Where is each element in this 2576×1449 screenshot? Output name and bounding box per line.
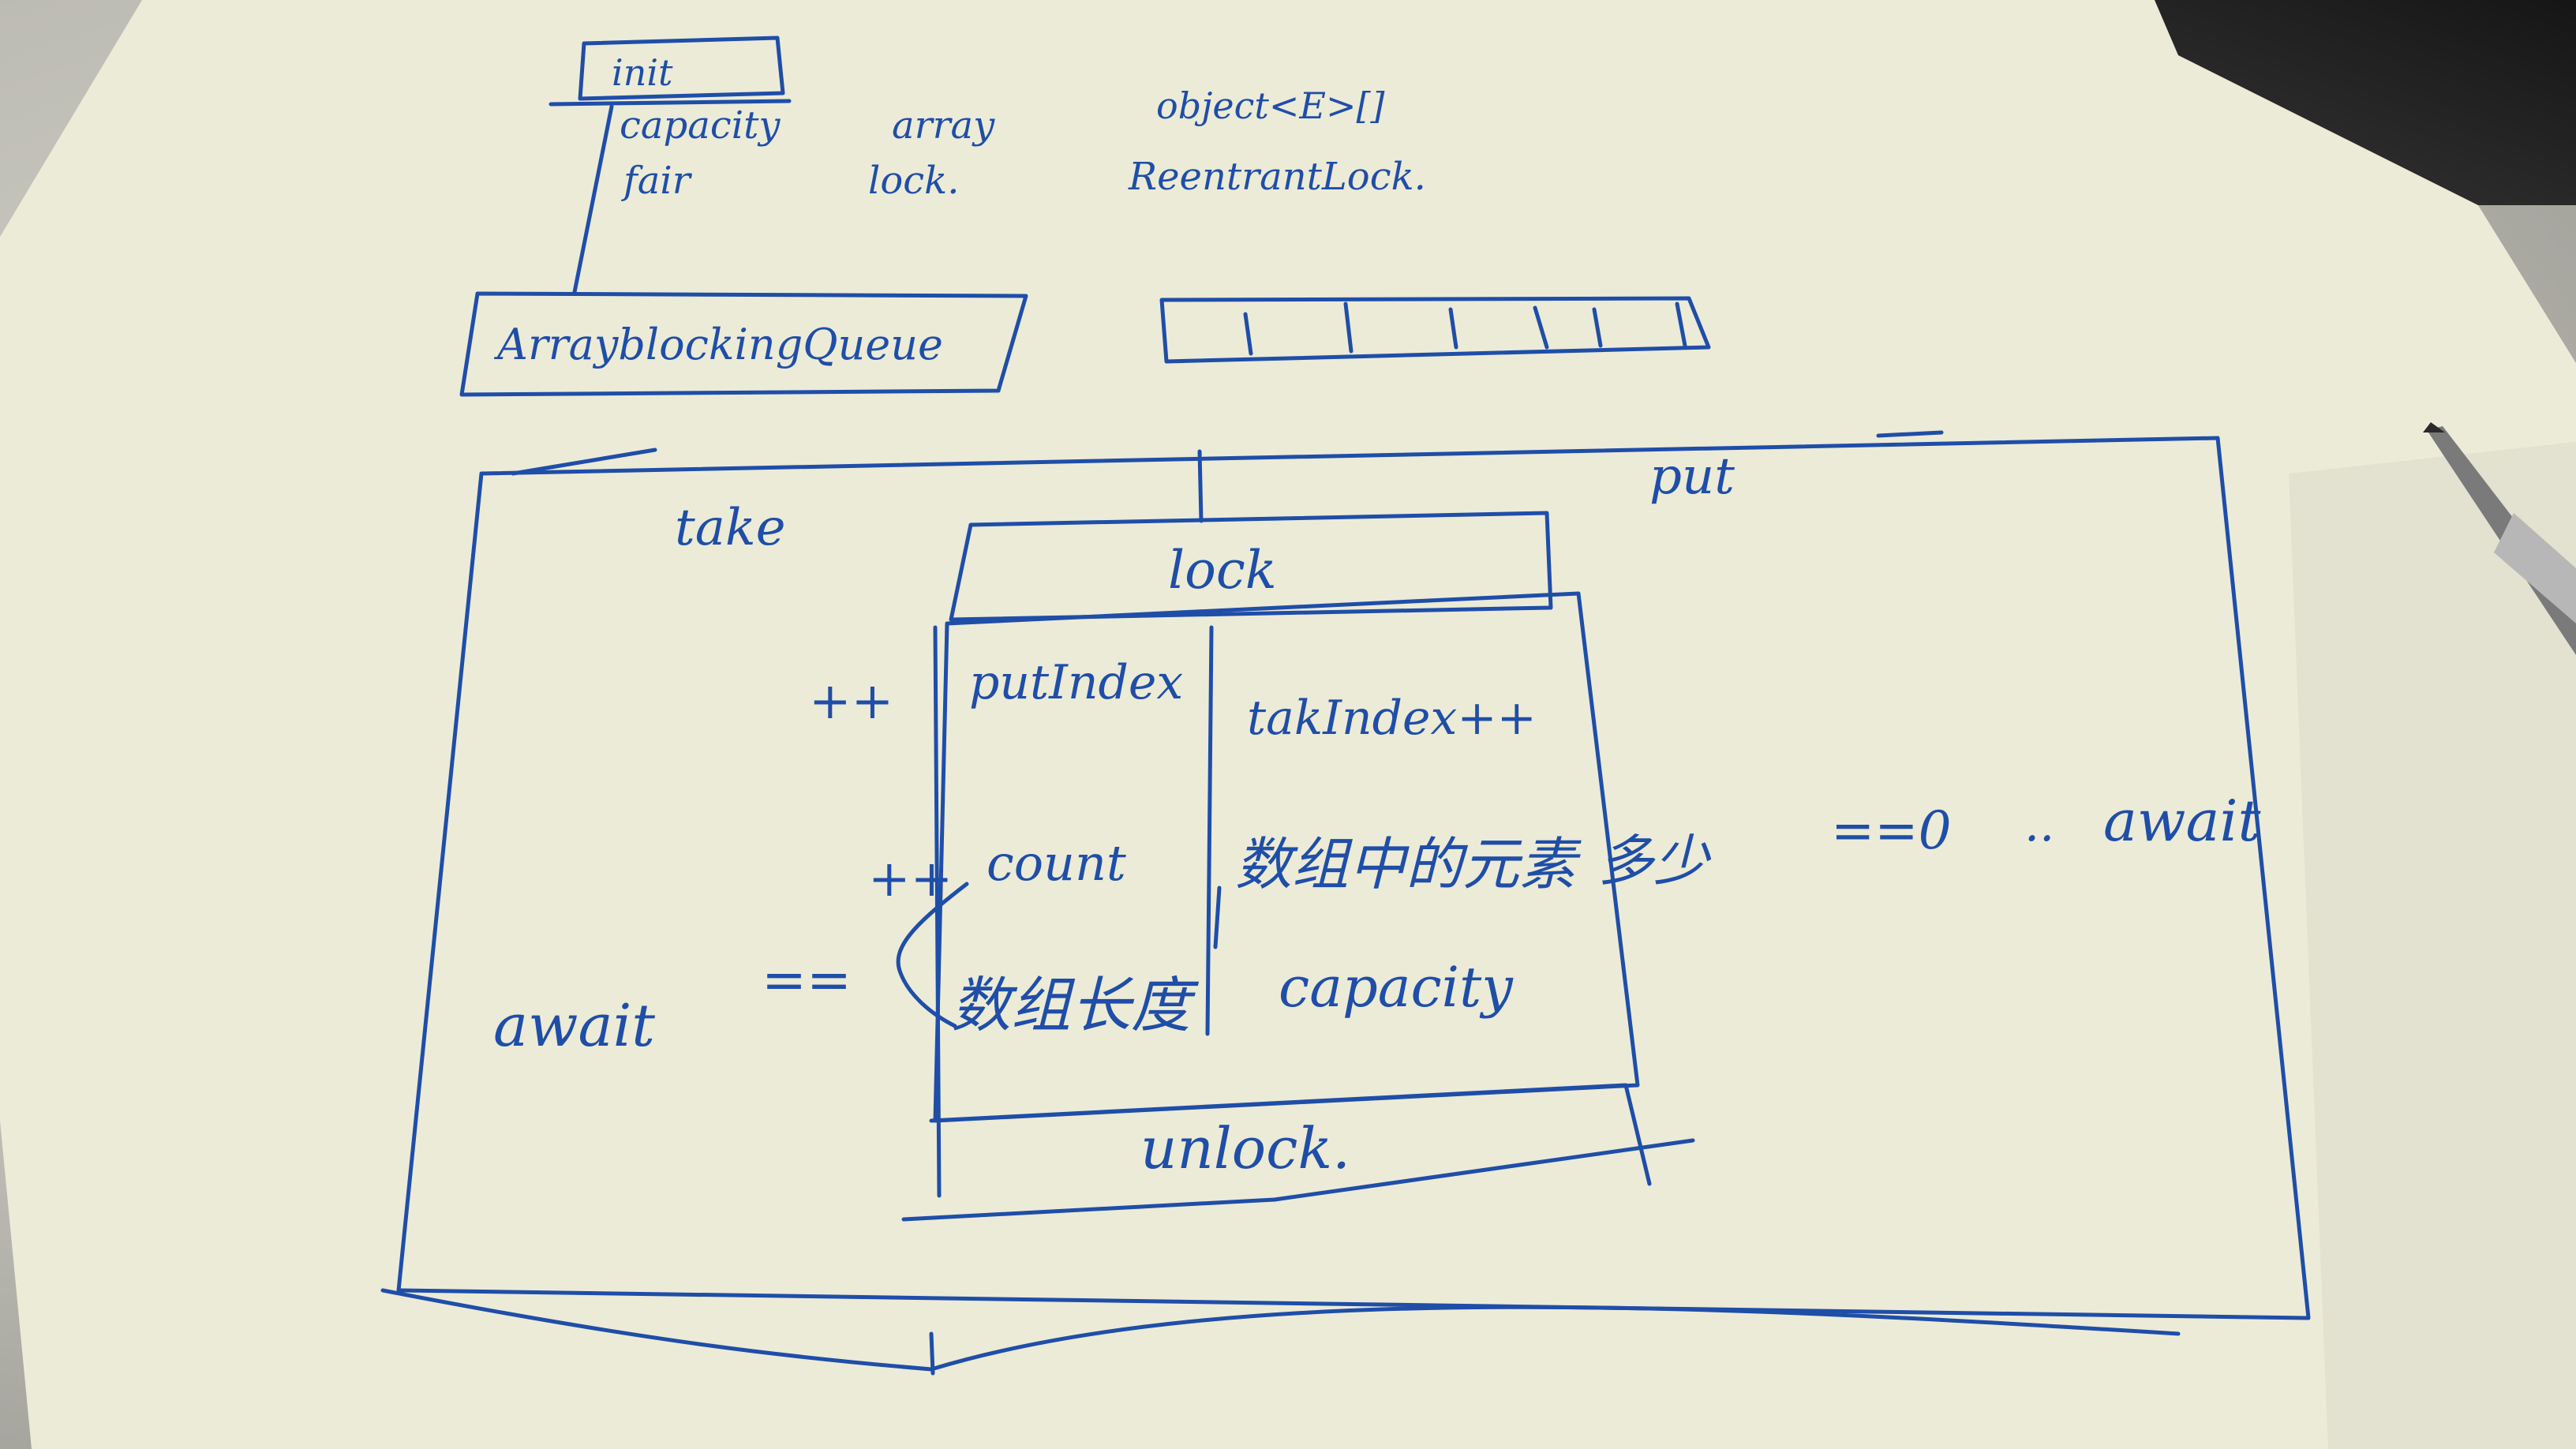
fair-label: fair — [621, 159, 693, 203]
put-label: put — [1649, 447, 1735, 506]
take-index-label: takIndex++ — [1247, 691, 1537, 746]
how-many-label: 多少 — [1598, 829, 1712, 893]
lock-field-label: lock. — [868, 159, 959, 203]
init-box — [578, 36, 785, 101]
unlock-box — [901, 1083, 1695, 1222]
put-await-label: await — [2103, 788, 2262, 854]
outer-box-bottom-curve — [380, 1288, 2181, 1372]
array-label: array — [892, 103, 995, 148]
init-box-label: init — [612, 51, 673, 94]
take-await-label: await — [493, 992, 655, 1060]
unlock-box-sides — [933, 625, 942, 1198]
lock-type-label: ReentrantLock. — [1128, 155, 1426, 199]
capacity-inner-label: capacity — [1279, 955, 1514, 1020]
class-box — [459, 291, 1028, 397]
lock-label: lock — [1168, 540, 1277, 601]
outer-box-top-stroke — [511, 430, 1944, 476]
paper-shadow — [2289, 442, 2576, 1449]
elements-count-label: 数组中的元素 — [1235, 831, 1582, 897]
class-box-label: ArrayblockingQueue — [493, 320, 943, 369]
pen-icon — [2423, 422, 2576, 655]
put-eq-zero: ==0 — [1831, 800, 1952, 861]
put-index-increment: ++ — [809, 672, 893, 731]
capacity-label: capacity — [620, 103, 781, 148]
outer-box — [396, 436, 2311, 1320]
inner-divider — [1205, 625, 1222, 1036]
lock-stem — [1197, 449, 1204, 523]
lock-box — [949, 511, 1553, 622]
take-eq-sign: == — [762, 949, 852, 1012]
unlock-label: unlock. — [1140, 1115, 1350, 1181]
outer-box-bottom-mark — [929, 1331, 935, 1376]
put-index-label: putIndex — [969, 655, 1183, 710]
init-bracket-line — [549, 99, 792, 294]
array-length-bracket — [896, 882, 969, 1028]
array-cells — [1159, 296, 1711, 364]
take-label: take — [675, 499, 786, 557]
count-increment: ++ — [868, 850, 953, 908]
array-length-label: 数组长度 — [951, 970, 1200, 1040]
put-dots: .. — [2024, 797, 2054, 852]
count-label: count — [987, 834, 1126, 892]
array-type-label: object<E>[] — [1156, 84, 1384, 127]
